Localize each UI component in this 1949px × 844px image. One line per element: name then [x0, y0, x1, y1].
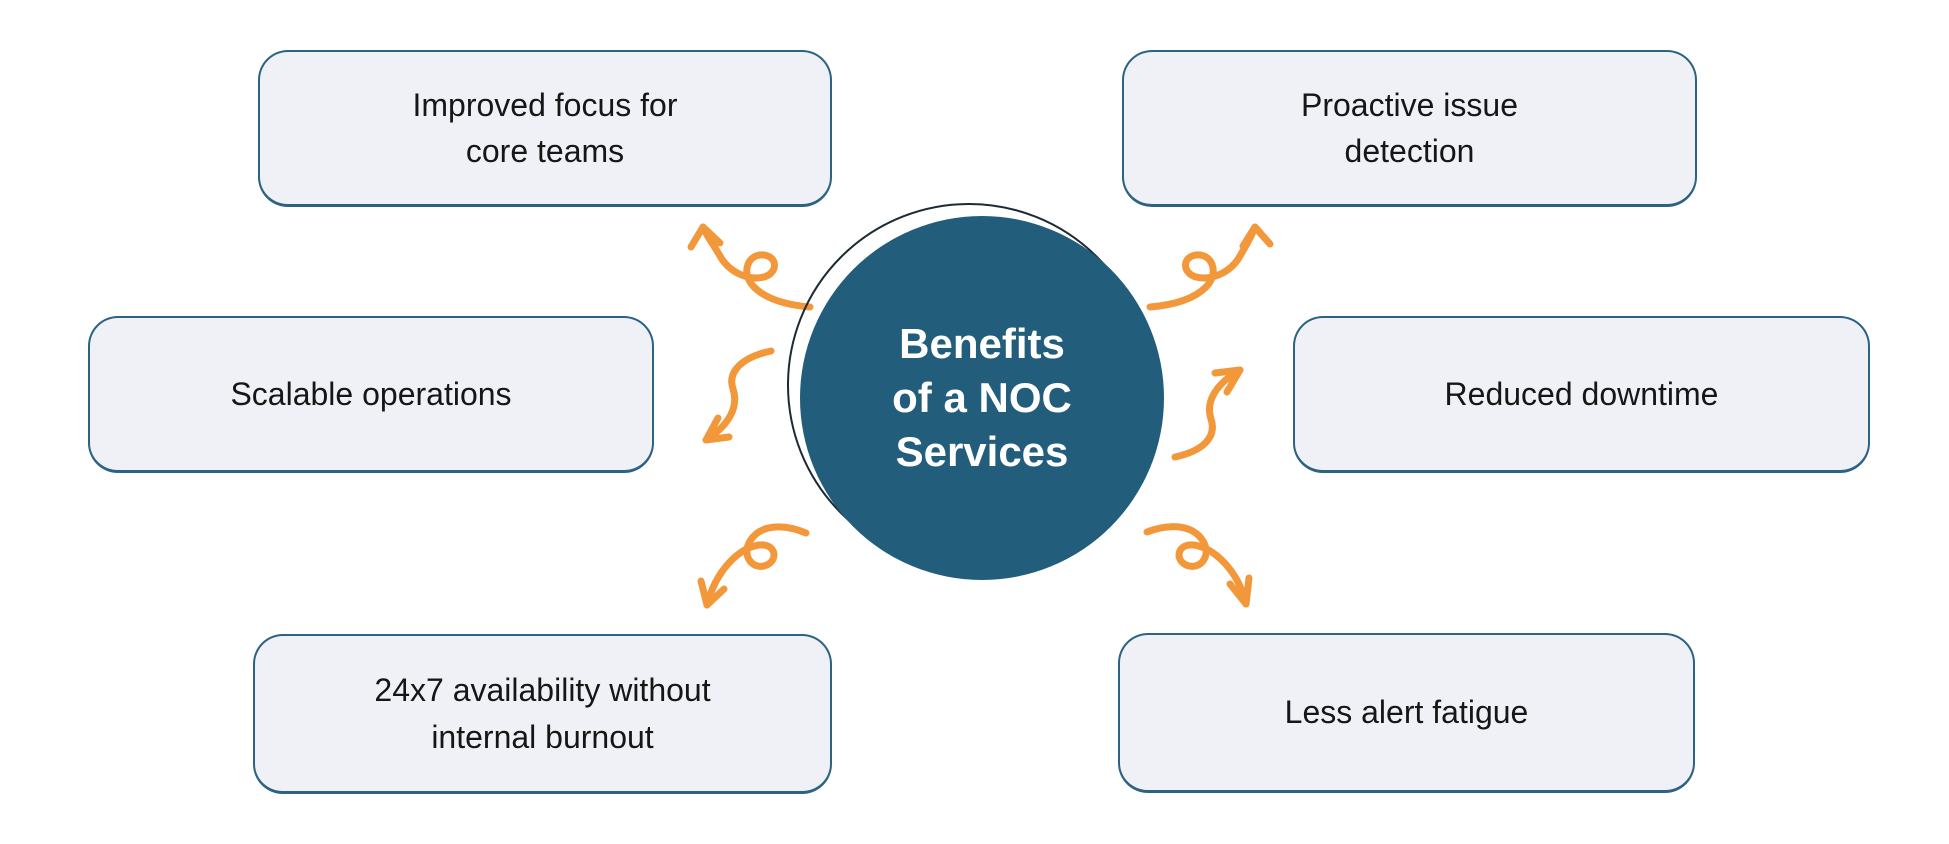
arrowhead-icon — [687, 223, 724, 251]
center-title-line-2: of a NOC — [892, 374, 1072, 422]
arrow-to-bottom-left-box — [697, 523, 810, 609]
benefit-label: Scalable operations — [230, 371, 511, 417]
arrow-to-top-left-box — [687, 223, 814, 311]
benefit-box-improved-focus: Improved focus for core teams — [258, 50, 832, 207]
arrow-to-bottom-right-box — [1143, 523, 1253, 608]
benefit-label-line: core teams — [465, 133, 625, 169]
benefit-label: Improved focus for core teams — [413, 82, 678, 175]
arrow-to-mid-left-box — [702, 347, 775, 444]
benefit-label-line: Less alert fatigue — [1284, 694, 1529, 731]
benefit-label-line: Proactive issue — [1301, 86, 1518, 123]
benefit-label: Reduced downtime — [1445, 371, 1719, 417]
benefit-label-line: detection — [1344, 133, 1475, 169]
benefit-label-line: Improved focus for — [412, 86, 678, 123]
benefit-label: Less alert fatigue — [1285, 689, 1529, 735]
benefit-label: Proactive issue detection — [1301, 82, 1518, 175]
center-circle: Benefits of a NOC Services — [800, 216, 1164, 580]
arrowhead-icon — [1211, 366, 1244, 396]
benefit-label: 24x7 availability without internal burno… — [374, 667, 710, 760]
benefit-box-24x7-availability: 24x7 availability without internal burno… — [253, 634, 832, 794]
arrow-to-top-right-box — [1146, 223, 1274, 311]
center-title-line-3: Services — [895, 427, 1069, 475]
benefit-label-line: 24x7 availability without — [374, 672, 711, 709]
arrowhead-icon — [697, 577, 728, 609]
benefit-box-less-alert-fatigue: Less alert fatigue — [1118, 633, 1695, 793]
benefit-box-reduced-downtime: Reduced downtime — [1293, 316, 1870, 473]
arrowhead-icon — [1239, 223, 1274, 250]
arrowhead-icon — [1226, 574, 1253, 608]
benefit-box-scalable-operations: Scalable operations — [88, 316, 654, 473]
center-title-line-1: Benefits — [899, 320, 1065, 368]
benefit-box-proactive-detection: Proactive issue detection — [1122, 50, 1697, 207]
benefit-label-line: Reduced downtime — [1444, 375, 1719, 412]
benefit-label-line: Scalable operations — [230, 375, 512, 412]
arrow-to-mid-right-box — [1171, 366, 1244, 461]
benefit-label-line: internal burnout — [431, 718, 654, 755]
arrowhead-icon — [702, 414, 733, 444]
